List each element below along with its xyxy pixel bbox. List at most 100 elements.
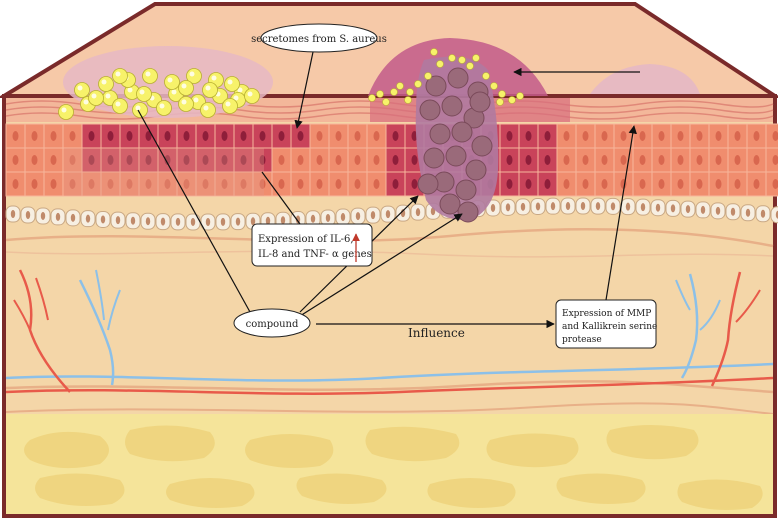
lesion-cell [429, 123, 451, 145]
keratinocyte-cell [24, 147, 45, 173]
bacterium-small [414, 80, 422, 88]
keratinocyte-cell [43, 123, 64, 149]
keratinocyte-cell [499, 147, 520, 173]
keratinocyte-cell [575, 123, 596, 149]
keratinocyte-cell [765, 147, 778, 173]
bacterium [178, 80, 194, 96]
bacterium [132, 102, 148, 118]
lesion-core [415, 56, 499, 223]
keratinocyte-cell [537, 171, 558, 197]
keratinocyte-cell [594, 171, 615, 197]
keratinocyte-cell [556, 147, 577, 173]
keratinocyte-cell [746, 123, 767, 149]
bacterium-small [498, 90, 506, 98]
bacterium-small [482, 72, 490, 80]
basal-cell [305, 210, 321, 228]
keratinocyte-cell [138, 171, 159, 197]
keratinocyte-cell [290, 123, 311, 149]
influence-label: Influence [408, 326, 465, 340]
keratinocyte-cell [309, 147, 330, 173]
basal-cell [560, 197, 576, 215]
keratinocyte-cell [537, 147, 558, 173]
il-label-line1: Expression of IL-6, [258, 234, 354, 245]
bacterium-small [508, 96, 516, 104]
mmp-label-line3: protease [562, 335, 602, 345]
secretomes-label: secretomes from S. aureus [251, 34, 387, 45]
basal-cell [230, 213, 246, 231]
bacterium-small [376, 90, 384, 98]
basal-cell [350, 207, 366, 225]
bacterium [244, 88, 260, 104]
keratinocyte-cell [518, 171, 539, 197]
bacterium [74, 82, 90, 98]
basal-cell [635, 198, 651, 216]
bacterium-small [404, 96, 412, 104]
lesion-cell [425, 75, 447, 97]
basal-cell [200, 213, 216, 231]
keratinocyte-cell [651, 123, 672, 149]
bacterium [164, 74, 180, 90]
keratinocyte-cell [252, 123, 273, 149]
lesion-cell [471, 135, 493, 157]
bacterium [112, 68, 128, 84]
keratinocyte-cell [385, 123, 406, 149]
basal-cell [125, 212, 141, 230]
basal-cell [140, 212, 156, 230]
basal-cell [680, 200, 696, 218]
basal-cell [155, 213, 171, 231]
keratinocyte-cell [613, 123, 634, 149]
keratinocyte-cell [689, 171, 710, 197]
basal-cell [50, 208, 66, 226]
basal-cell [710, 202, 726, 220]
blood-vessels [5, 269, 774, 395]
bacterium-small [382, 98, 390, 106]
bacterium-small [472, 54, 480, 62]
keratinocyte-cell [689, 123, 710, 149]
keratinocyte-cell [328, 147, 349, 173]
keratinocyte-cell [214, 123, 235, 149]
keratinocyte-cell [670, 123, 691, 149]
bacterium-small [496, 98, 504, 106]
arrow-secretomes-to-epidermis [294, 51, 314, 129]
bacterium-small [448, 54, 456, 62]
basal-cell [170, 213, 186, 231]
arrow-compound-to-lesion-2 [299, 213, 463, 317]
keratinocyte-cell [651, 171, 672, 197]
basal-cell [410, 203, 426, 221]
bacterium [156, 100, 172, 116]
keratinocyte-cell [233, 147, 254, 173]
keratinocyte-cell [347, 147, 368, 173]
basal-cell [770, 206, 778, 224]
keratinocyte-cell [5, 171, 26, 197]
keratinocyte-cell [385, 147, 406, 173]
lesion-cell [455, 179, 477, 201]
keratinocyte-cell [195, 147, 216, 173]
keratinocyte-cell [708, 123, 729, 149]
basal-cell [35, 207, 51, 225]
basal-cell [665, 199, 681, 217]
keratinocyte-cell [157, 123, 178, 149]
keratinocyte-cell [81, 147, 102, 173]
basal-cell [380, 205, 396, 223]
keratinocyte-cell [290, 171, 311, 197]
keratinocyte-cell [632, 171, 653, 197]
keratinocyte-cell [43, 171, 64, 197]
keratinocyte-cell [537, 123, 558, 149]
keratinocyte-cell [670, 171, 691, 197]
label-mmp-box: Expression of MMP and Kallikrein serine … [555, 299, 657, 349]
basal-cell [530, 197, 546, 215]
label-compound: compound [233, 308, 311, 338]
keratinocyte-cell [746, 171, 767, 197]
bacterium-small [390, 88, 398, 96]
bacterium-small [466, 62, 474, 70]
keratinocyte-cell [176, 123, 197, 149]
lesion-cell [441, 95, 463, 117]
basal-cell [545, 197, 561, 215]
basal-cell [740, 204, 756, 222]
bacterium-small [406, 88, 414, 96]
bacterium [222, 98, 238, 114]
keratinocyte-cell [309, 171, 330, 197]
keratinocyte-cell [556, 171, 577, 197]
bacterium [98, 76, 114, 92]
